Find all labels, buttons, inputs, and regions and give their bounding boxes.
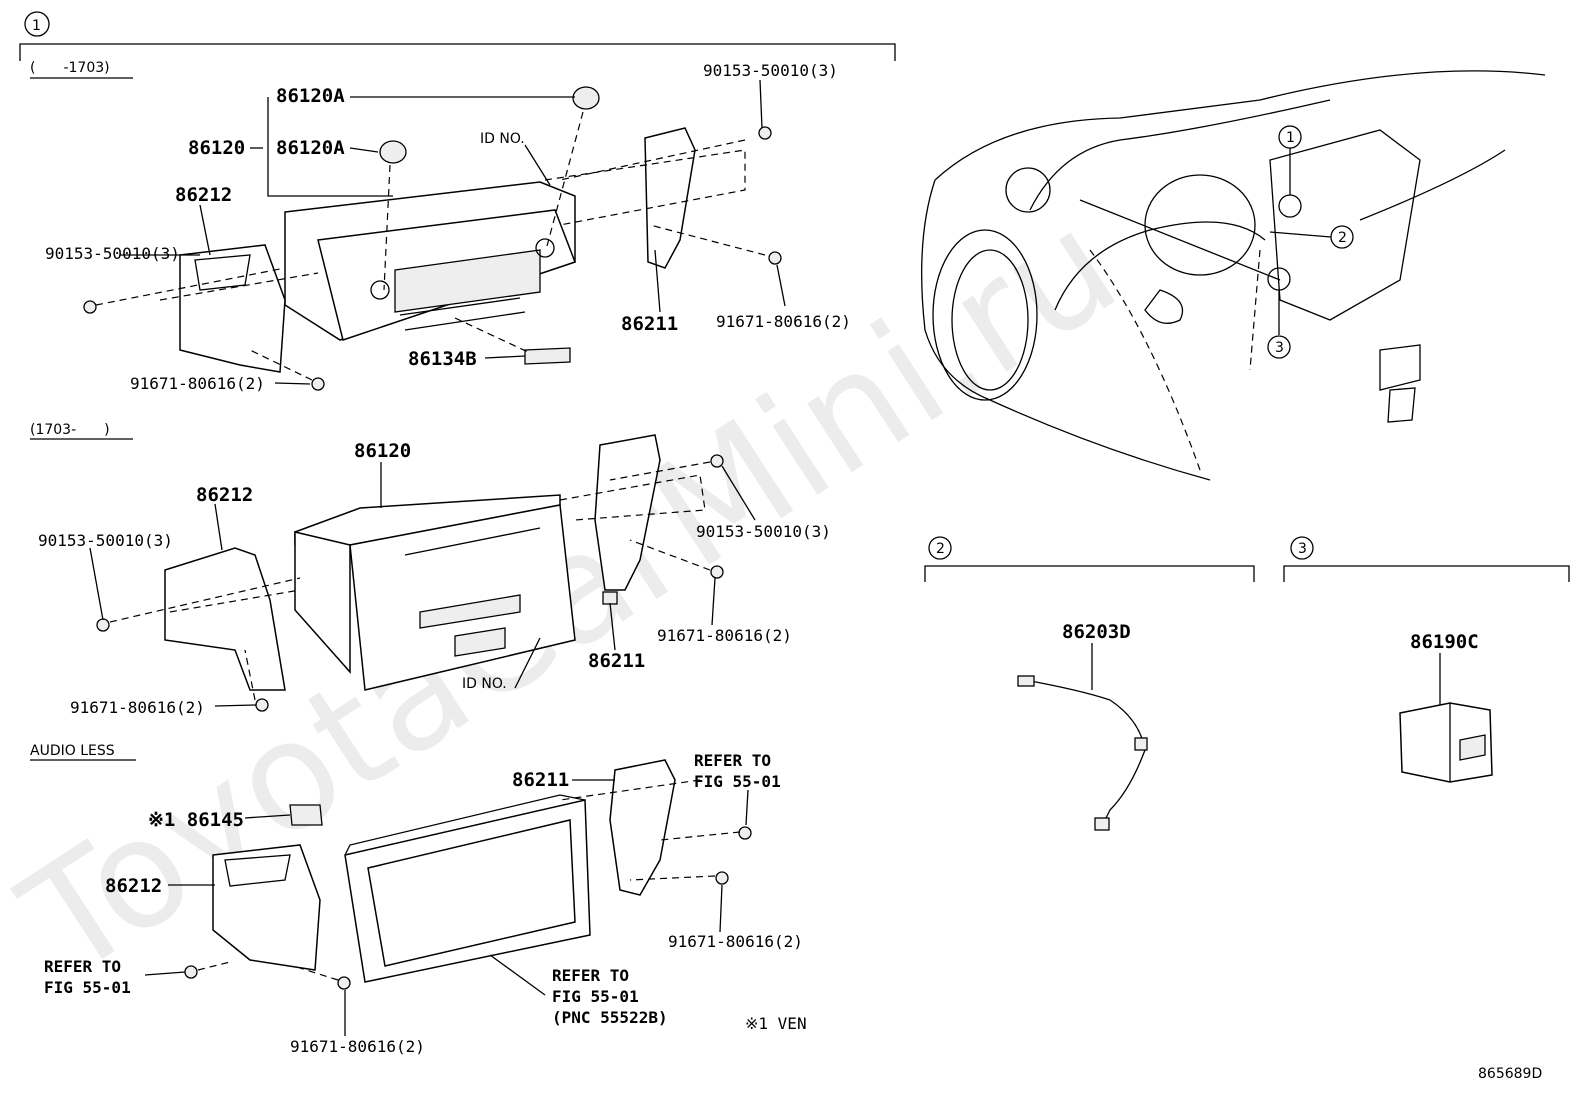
label-91671-bottom-b: 91671-80616(2) <box>70 698 205 717</box>
label-86212-c: 86212 <box>105 875 162 897</box>
label-86120a-top: 86120A <box>276 85 345 107</box>
label-86212: 86212 <box>175 184 232 206</box>
label-86134b: 86134B <box>408 348 477 370</box>
audio-less-title: AUDIO LESS <box>30 743 115 759</box>
callout-3: 3 <box>1275 340 1284 356</box>
section-3: 3 86190C <box>1283 536 1570 783</box>
bracket-86212-a <box>179 244 286 373</box>
bracket-86211-b <box>594 434 661 591</box>
variant-a: ( -1703) <box>30 60 851 393</box>
label-86211: 86211 <box>621 313 678 335</box>
section-3-marker: 3 <box>1298 541 1307 557</box>
label-refer-right-1: REFER TO <box>694 751 771 770</box>
label-86120: 86120 <box>188 137 245 159</box>
bracket-86211-c <box>609 759 676 896</box>
callout-1-ring <box>1278 194 1302 218</box>
label-86211-b: 86211 <box>588 650 645 672</box>
wheel-outline <box>932 229 1038 401</box>
steering-wheel <box>1144 174 1256 276</box>
label-91671-right: 91671-80616(2) <box>716 312 851 331</box>
vent-left <box>1005 167 1051 213</box>
label-refer-left-2: FIG 55-01 <box>44 978 131 997</box>
label-90153-left: 90153-50010(3) <box>45 244 180 263</box>
bracket-86212-c <box>212 844 321 971</box>
callout-2: 2 <box>1338 230 1347 246</box>
bolt-91671-right <box>768 251 782 265</box>
label-86120a-mid: 86120A <box>276 137 345 159</box>
section-1-marker-circle <box>24 11 50 37</box>
knob-86120a-lower <box>379 140 407 164</box>
label-86120-b: 86120 <box>354 440 411 462</box>
section-3-bracket <box>1283 565 1570 582</box>
section-1: 1 ( -1703) <box>19 11 896 1056</box>
label-90153-left-b: 90153-50010(3) <box>38 531 173 550</box>
interior-overview: 1 2 3 <box>921 70 1546 481</box>
label-86203d: 86203D <box>1062 621 1131 643</box>
center-console <box>1269 129 1421 321</box>
connector-86145 <box>289 804 323 826</box>
bolt-91671-bottom <box>311 377 325 391</box>
callout-1: 1 <box>1286 130 1295 146</box>
label-86211-c: 86211 <box>512 769 569 791</box>
audio-less: AUDIO LESS <box>30 743 807 1056</box>
label-refer-right-2: FIG 55-01 <box>694 772 781 791</box>
knob-86120a-upper <box>572 86 600 110</box>
variant-b: (1703- ) <box>30 422 831 717</box>
section-2: 2 86203D <box>924 536 1255 831</box>
label-86145: ※1 86145 <box>148 809 244 831</box>
head-unit-86120-b <box>294 531 351 674</box>
section-1-bracket <box>19 43 896 61</box>
id-plate-86134b <box>524 347 571 365</box>
label-91671-bottom: 91671-80616(2) <box>130 374 265 393</box>
label-refer-bottom-2: FIG 55-01 <box>552 987 639 1006</box>
wire-harness-86203d <box>1024 679 1146 831</box>
variant-a-range: ( -1703) <box>30 60 110 76</box>
bolt-90153-left <box>83 300 97 314</box>
section-1-marker: 1 <box>32 18 41 34</box>
label-86190c: 86190C <box>1410 631 1479 653</box>
label-91671-bottom-c: 91671-80616(2) <box>290 1037 425 1056</box>
section-2-bracket <box>924 565 1255 582</box>
label-id-no: ID NO. <box>480 131 525 147</box>
label-91671-right-b: 91671-80616(2) <box>657 626 792 645</box>
label-90153-right-b: 90153-50010(3) <box>696 522 831 541</box>
label-refer-bottom-1: REFER TO <box>552 966 629 985</box>
label-refer-left-1: REFER TO <box>44 957 121 976</box>
label-90153-right: 90153-50010(3) <box>703 61 838 80</box>
label-86212-b: 86212 <box>196 484 253 506</box>
bolt-90153-right <box>758 126 772 140</box>
label-refer-bottom-3: (PNC 55522B) <box>552 1008 668 1027</box>
note-ven: ※1 VEN <box>745 1014 807 1033</box>
label-id-no-b: ID NO. <box>462 676 507 692</box>
label-91671-right-c: 91671-80616(2) <box>668 932 803 951</box>
bracket-86211-a <box>644 127 696 269</box>
bracket-86212-b <box>164 547 286 691</box>
section-2-marker: 2 <box>936 541 945 557</box>
diagram-id: 865689D <box>1478 1066 1542 1082</box>
variant-b-range: (1703- ) <box>30 422 110 438</box>
